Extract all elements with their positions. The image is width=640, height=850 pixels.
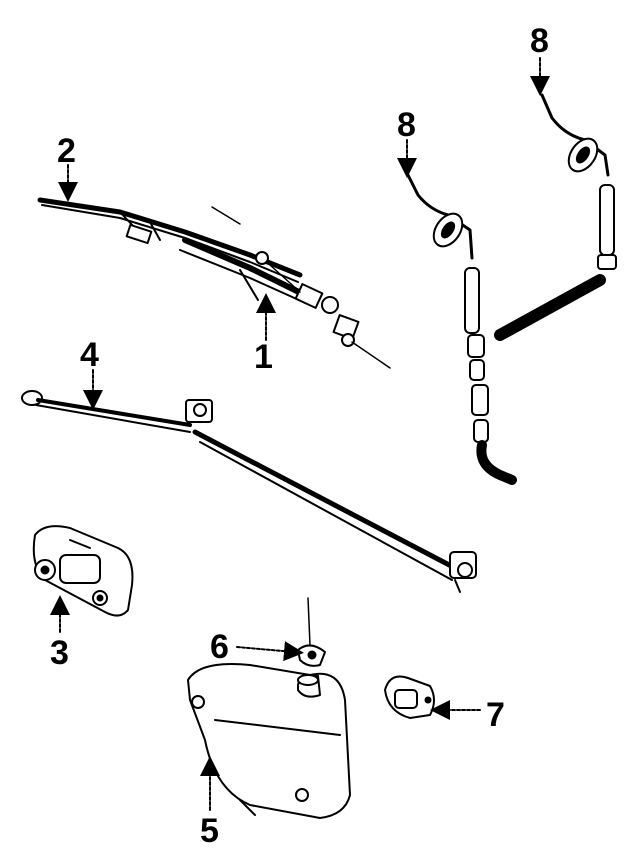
washer-hoses — [406, 93, 617, 485]
callout-1: 1 — [254, 338, 273, 376]
callout-8-right: 8 — [530, 22, 549, 60]
wiper-linkage — [21, 390, 477, 593]
washer-reservoir — [187, 663, 351, 819]
callout-5: 5 — [200, 812, 219, 850]
callout-8-left: 8 — [397, 106, 416, 144]
callout-7: 7 — [486, 696, 505, 734]
callout-3: 3 — [50, 634, 69, 672]
wiper-arm — [179, 206, 391, 369]
callout-6: 6 — [210, 628, 229, 666]
washer-pump — [384, 675, 435, 719]
leader-arrows — [50, 57, 550, 811]
callout-2: 2 — [57, 132, 76, 170]
wiper-motor — [32, 525, 134, 617]
callout-4: 4 — [80, 336, 99, 374]
reservoir-cap — [297, 597, 326, 667]
wiper-blade — [37, 197, 303, 283]
